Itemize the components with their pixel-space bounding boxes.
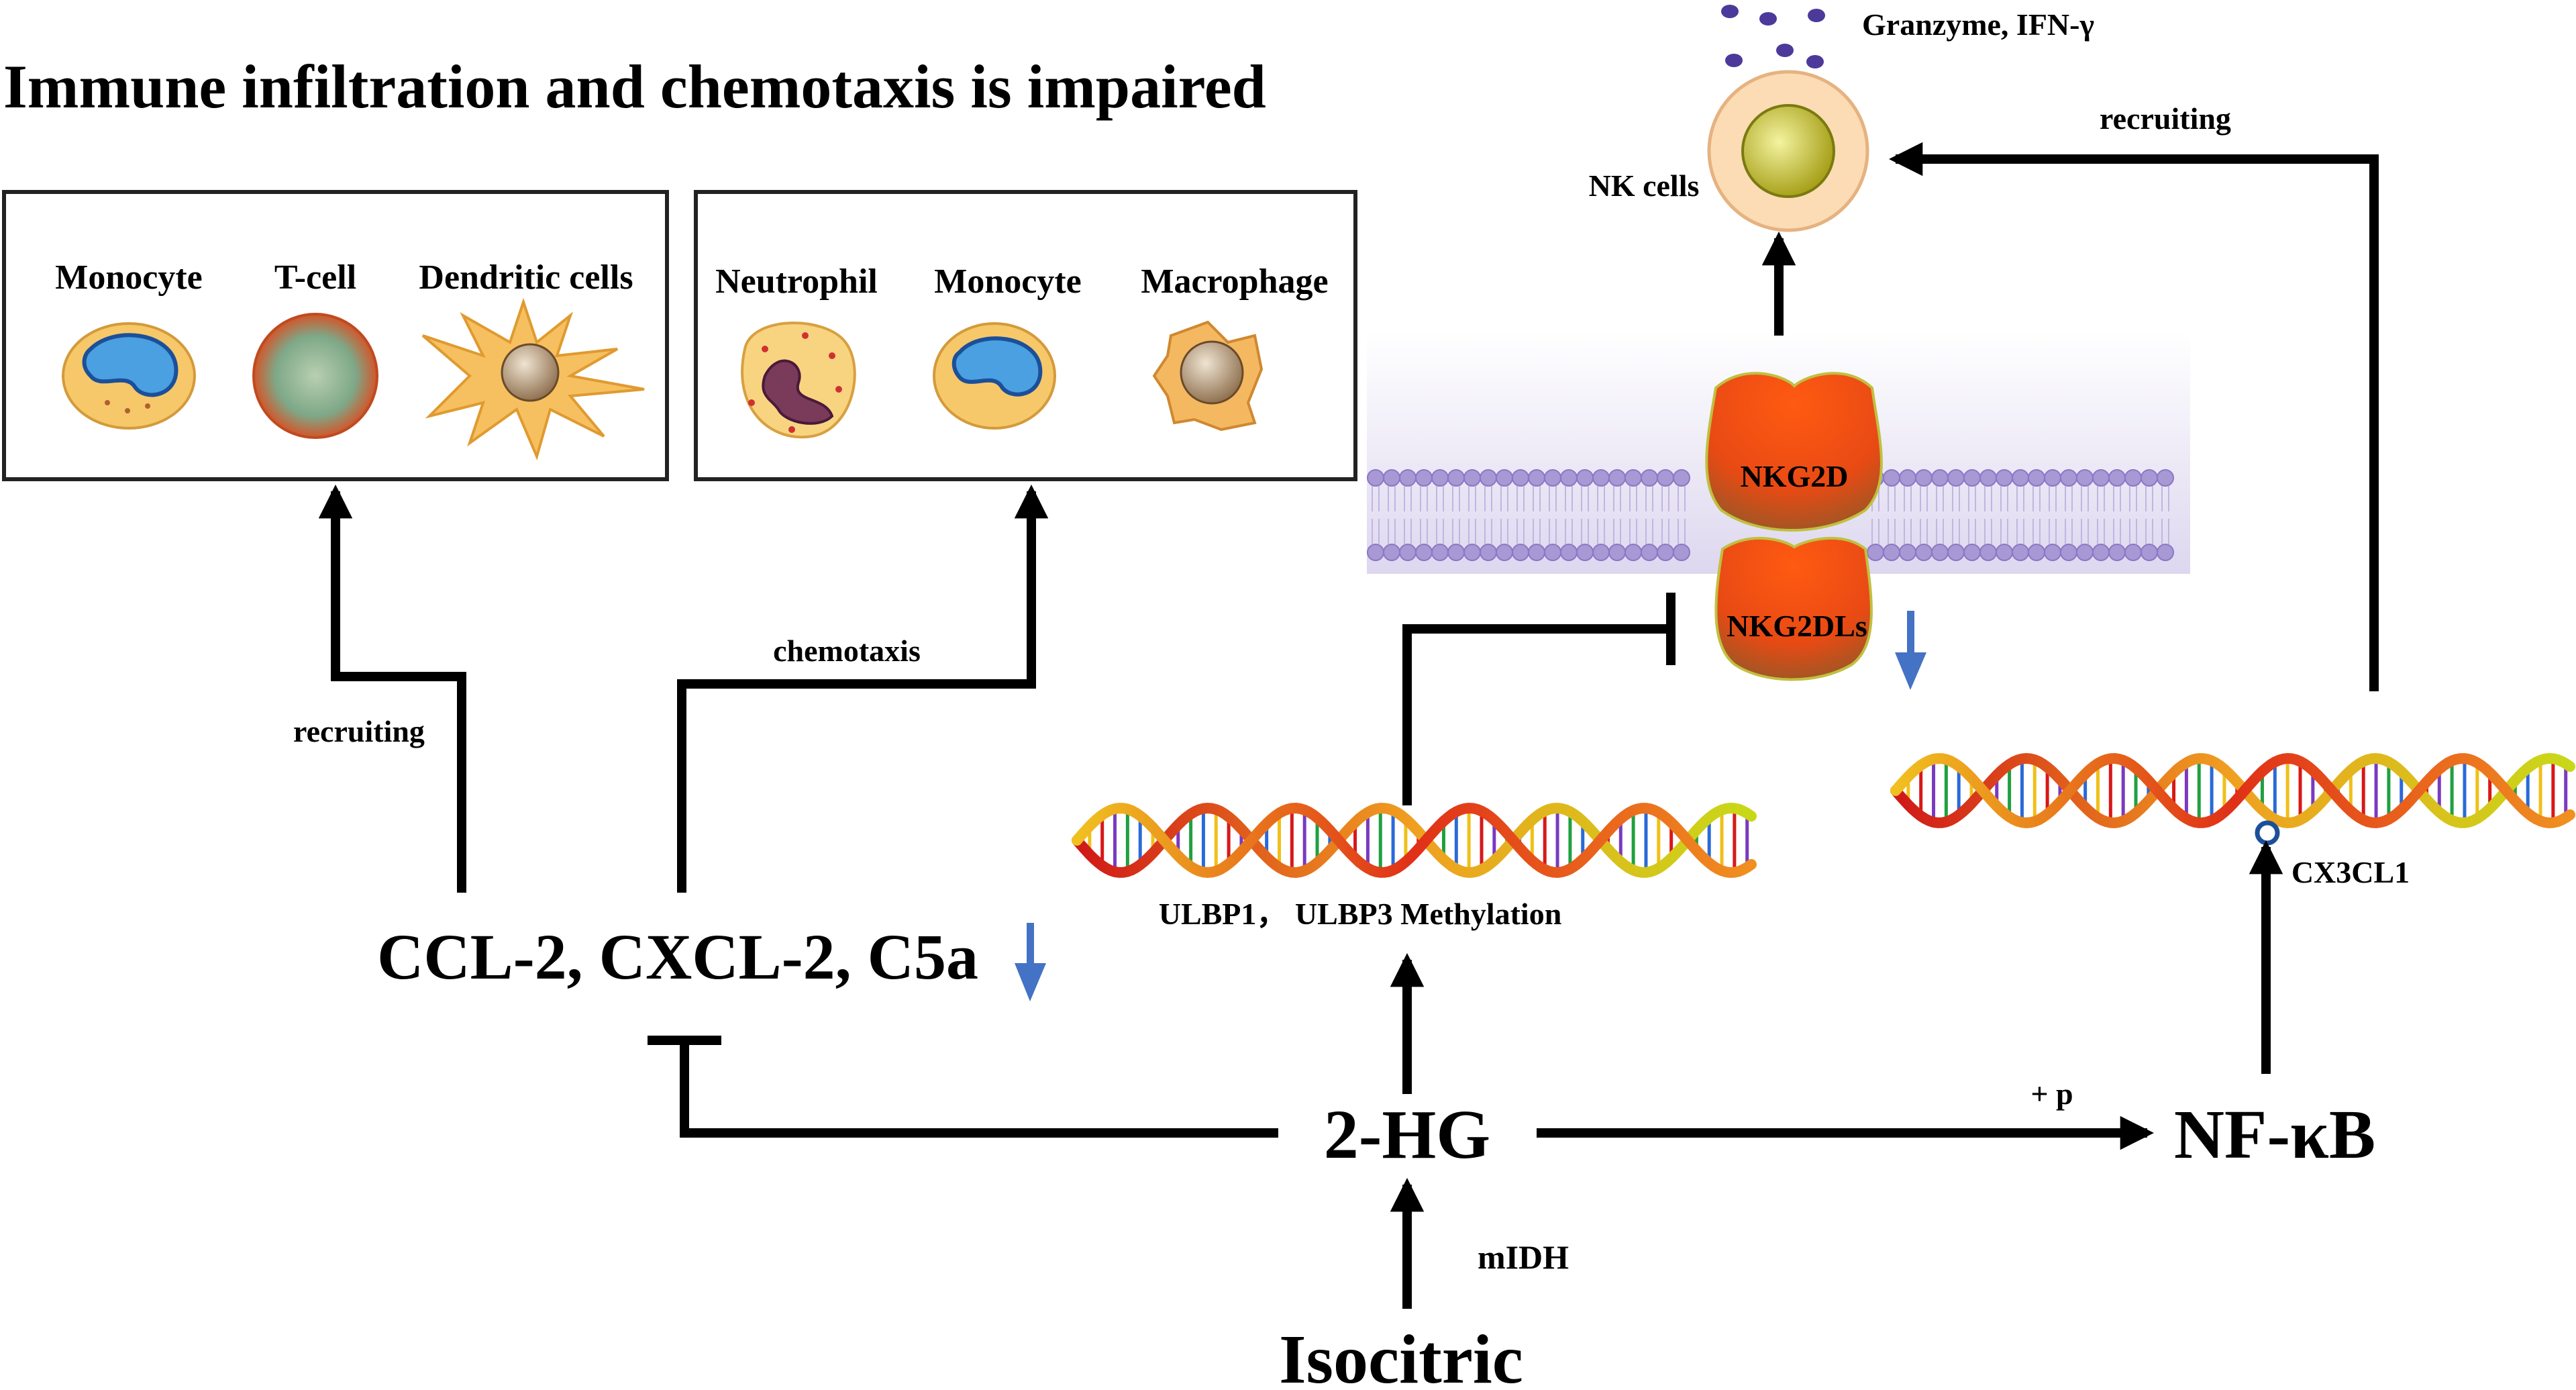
plus-p-label: + p <box>2030 1077 2073 1111</box>
nkg2d-receptor-icon <box>1705 372 1883 532</box>
cx3cl1-recruiting-connector <box>1888 142 2379 691</box>
isocitric-label: Isocitric <box>1279 1321 1523 1390</box>
page-title: Immune infiltration and chemotaxis is im… <box>3 52 1266 121</box>
nkg2dls-label: NKG2DLs <box>1727 609 1867 643</box>
cell-label-neutrophil: Neutrophil <box>715 262 878 301</box>
recruiting-connector <box>318 484 466 893</box>
chemotaxis-connector <box>677 484 1049 893</box>
recruiting-label-left: recruiting <box>293 714 425 748</box>
inhibition-methylation-to-nkg2dls <box>1402 593 1676 805</box>
midh-label: mIDH <box>1478 1238 1569 1276</box>
dna-helix-icon-2 <box>1890 752 2575 829</box>
chemokines-down-arrow-icon <box>1015 923 1046 1001</box>
cell-label-t-cell: T-cell <box>274 258 356 297</box>
macrophage-icon <box>1152 320 1264 432</box>
chemokines-label: CCL-2, CXCL-2, C5a <box>377 921 978 993</box>
two-hg-label: 2-HG <box>1324 1096 1490 1173</box>
cell-membrane <box>1367 332 2190 574</box>
left-immune-cell-panel: Monocyte T-cell Dendritic cells <box>2 190 669 481</box>
granzyme-label: Granzyme, IFN-γ <box>1862 7 2094 42</box>
nfkb-label: NF-κB <box>2174 1096 2375 1173</box>
t-cell-icon <box>252 313 378 439</box>
nkg2dls-down-arrow-icon <box>1895 611 1926 690</box>
inhibition-2hg-to-chemokines <box>648 1036 1278 1138</box>
dendritic-cell-icon <box>421 297 645 460</box>
recruiting-label-right: recruiting <box>2100 101 2231 136</box>
nk-cells-label: NK cells <box>1589 168 1700 203</box>
promoter-circle-icon <box>2255 820 2280 846</box>
cell-label-monocyte: Monocyte <box>55 258 202 297</box>
dna-helix-icon <box>1072 802 1757 879</box>
chemotaxis-label: chemotaxis <box>773 634 921 668</box>
nkg2dls-ligand-icon <box>1714 536 1873 681</box>
monocyte-icon-2 <box>933 322 1056 430</box>
cell-label-macrophage: Macrophage <box>1141 262 1328 301</box>
nk-cell-icon <box>1707 70 1869 232</box>
monocyte-icon <box>62 322 196 430</box>
neutrophil-icon <box>741 321 856 439</box>
granzyme-dots-icon <box>1721 5 1825 68</box>
cell-label-dendritic-cells: Dendritic cells <box>419 258 633 297</box>
cx3cl1-label: CX3CL1 <box>2291 855 2410 889</box>
cell-label-monocyte-2: Monocyte <box>934 262 1081 301</box>
methylation-label: ULBP1， ULBP3 Methylation <box>1159 897 1562 931</box>
nkg2d-label: NKG2D <box>1741 459 1849 493</box>
right-immune-cell-panel: Neutrophil Monocyte Macrophage <box>694 190 1357 481</box>
